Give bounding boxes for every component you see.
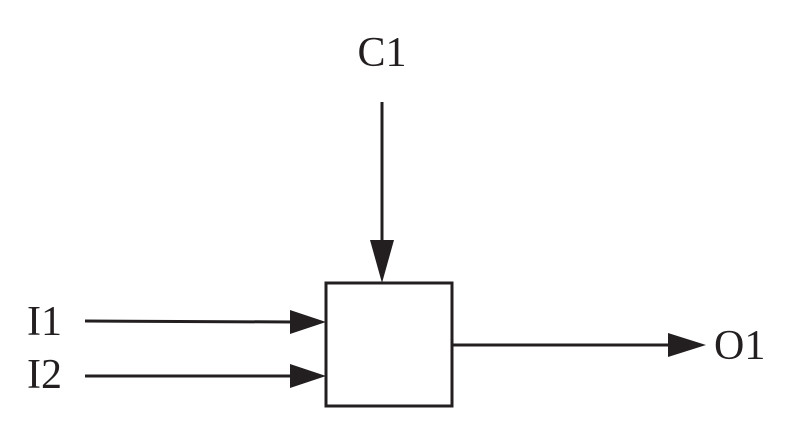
function-box xyxy=(324,281,454,408)
input-1-arrow-line xyxy=(84,319,295,324)
input-1-arrow-head xyxy=(290,310,326,334)
output-label-o1: O1 xyxy=(714,323,765,369)
input-2-arrow-head xyxy=(290,364,326,388)
control-arrow-head xyxy=(370,240,394,283)
output-arrow-head xyxy=(668,333,706,357)
control-label-c1: C1 xyxy=(357,30,406,76)
input-label-i1: I1 xyxy=(27,299,62,345)
input-label-i2: I2 xyxy=(27,352,62,398)
